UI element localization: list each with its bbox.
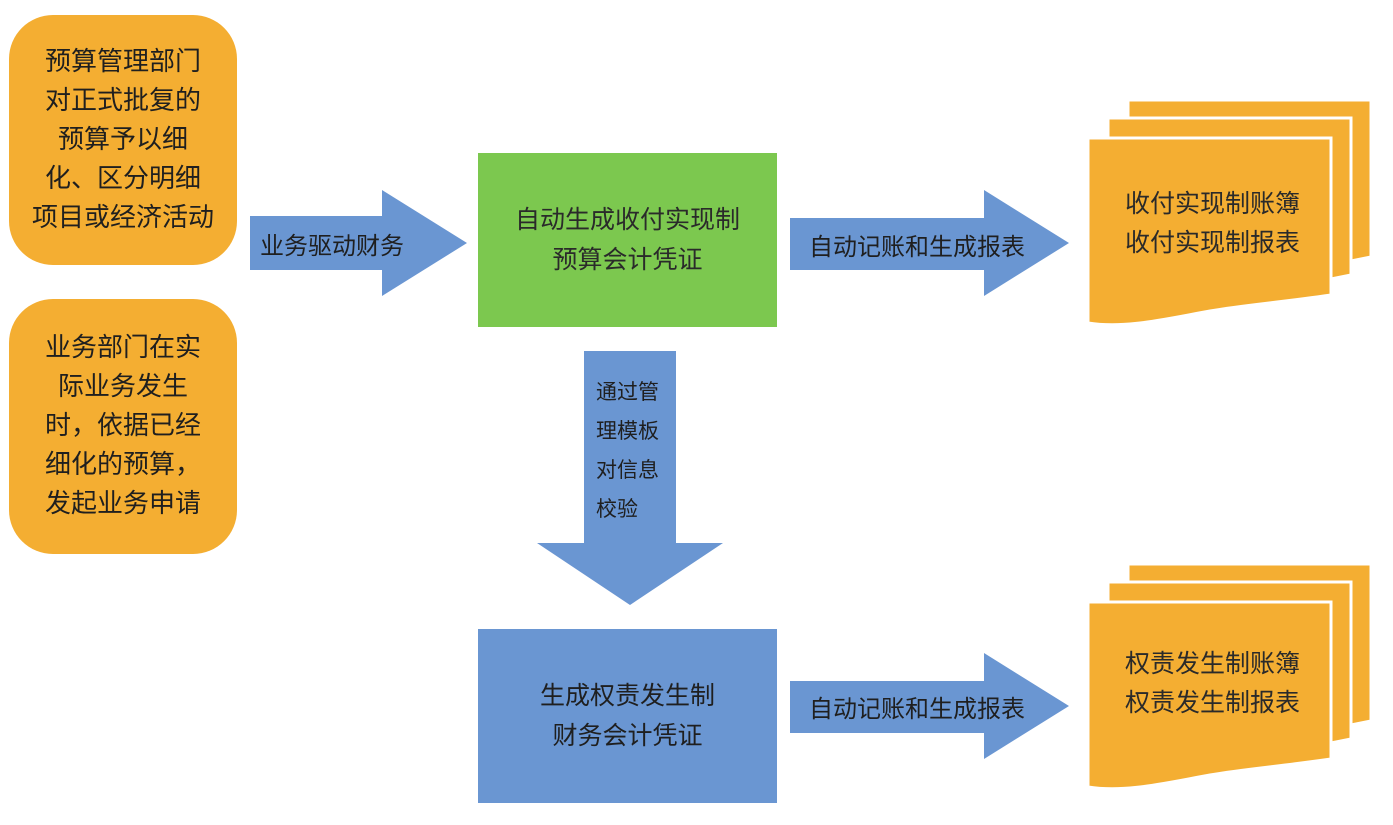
box-line: 发起业务申请 [44, 489, 201, 519]
document-sheet-front [1086, 136, 1333, 327]
box-line: 预算会计凭证 [552, 245, 703, 274]
accrual-voucher-box: 生成权责发生制 财务会计凭证 [478, 629, 777, 803]
accrual-basis-documents [1086, 562, 1373, 791]
business-application-box: 业务部门在实 际业务发生 时，依据已经 细化的预算， 发起业务申请 [9, 299, 237, 554]
arrow-shape [790, 190, 1069, 296]
box-line: 对正式批复的 [44, 85, 201, 116]
top-posting-arrow [790, 190, 1069, 296]
box-line: 项目或经济活动 [31, 202, 214, 233]
doc-line: 收付实现制报表 [1124, 228, 1300, 257]
bottom-posting-arrow [790, 653, 1069, 759]
box-line: 际业务发生 [57, 372, 188, 402]
doc-line: 权责发生制账簿 [1124, 649, 1300, 678]
box-line: 财务会计凭证 [552, 721, 703, 750]
top-posting-label: 自动记账和生成报表 [809, 232, 1025, 261]
bottom-posting-label: 自动记账和生成报表 [809, 694, 1025, 723]
arrow-shape [790, 653, 1069, 759]
accrual-basis-documents-text: 权责发生制账簿 权责发生制报表 [1090, 640, 1335, 726]
verification-label: 通过管 理模板 对信息 校验 [596, 373, 676, 529]
box-line: 自动生成收付实现制 [514, 205, 740, 234]
label-line: 校验 [596, 497, 638, 521]
box-line: 生成权责发生制 [539, 681, 715, 710]
box-line: 时，依据已经 [44, 411, 201, 441]
document-sheet-front [1086, 600, 1333, 791]
box-line: 细化的预算， [44, 450, 201, 480]
label-line: 对信息 [596, 458, 659, 482]
cash-basis-documents [1086, 98, 1373, 327]
business-to-voucher-arrow [250, 190, 467, 296]
doc-line: 权责发生制报表 [1124, 688, 1300, 717]
verification-down-arrow [537, 351, 723, 605]
arrow-shape [250, 190, 467, 296]
box-line: 预算管理部门 [44, 46, 201, 77]
budget-refinement-box: 预算管理部门 对正式批复的 预算予以细 化、区分明细 项目或经济活动 [9, 15, 237, 265]
budget-voucher-box: 自动生成收付实现制 预算会计凭证 [478, 153, 777, 327]
label-line: 理模板 [596, 419, 659, 443]
business-to-voucher-label: 业务驱动财务 [260, 231, 404, 260]
box-line: 业务部门在实 [44, 333, 201, 363]
arrow-shape [537, 351, 723, 605]
doc-line: 收付实现制账簿 [1124, 189, 1300, 218]
box-line: 化、区分明细 [44, 163, 201, 194]
box-line: 预算予以细 [57, 124, 188, 155]
cash-basis-documents-text: 收付实现制账簿 收付实现制报表 [1090, 180, 1335, 266]
label-line: 通过管 [596, 380, 659, 404]
